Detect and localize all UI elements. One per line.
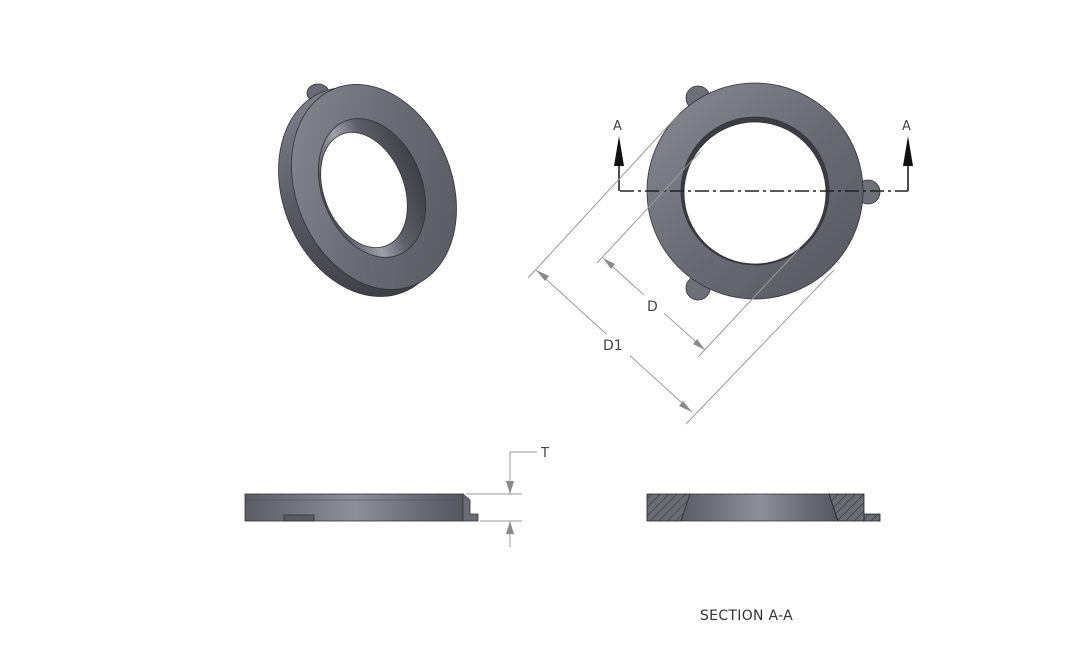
front-body <box>244 493 464 522</box>
section-arrow-right <box>903 136 913 166</box>
dim-d-label: D <box>647 299 658 315</box>
section-view <box>646 493 881 522</box>
section-bore-surface <box>680 493 839 522</box>
section-hatch-right <box>828 493 881 522</box>
d1-extension-upper <box>527 113 680 279</box>
isometric-view <box>278 83 457 297</box>
d-arrow-end <box>693 339 705 350</box>
front-view: T <box>244 446 549 547</box>
section-label-left: A <box>613 119 622 134</box>
d1-arrow-start <box>536 270 549 281</box>
front-tab-notch <box>283 514 315 522</box>
d-extension-lower <box>697 247 801 358</box>
dim-t-label: T <box>540 446 549 461</box>
t-arrow-bottom <box>506 521 514 534</box>
iso-ring-bore-hole <box>320 131 408 249</box>
front-flange-step <box>462 493 479 522</box>
d1-arrow-end <box>679 401 692 412</box>
t-arrow-top <box>506 481 514 494</box>
section-label-right: A <box>902 119 911 134</box>
section-arrow-left <box>614 136 624 166</box>
d-extension-upper <box>596 151 701 264</box>
d1-extension-lower <box>685 269 835 425</box>
dim-d1-label: D1 <box>603 338 623 354</box>
top-view: A A D1 D <box>527 82 913 425</box>
top-ring-bore <box>683 121 827 265</box>
d-arrow-start <box>603 258 615 269</box>
section-caption: SECTION A-A <box>700 608 794 624</box>
